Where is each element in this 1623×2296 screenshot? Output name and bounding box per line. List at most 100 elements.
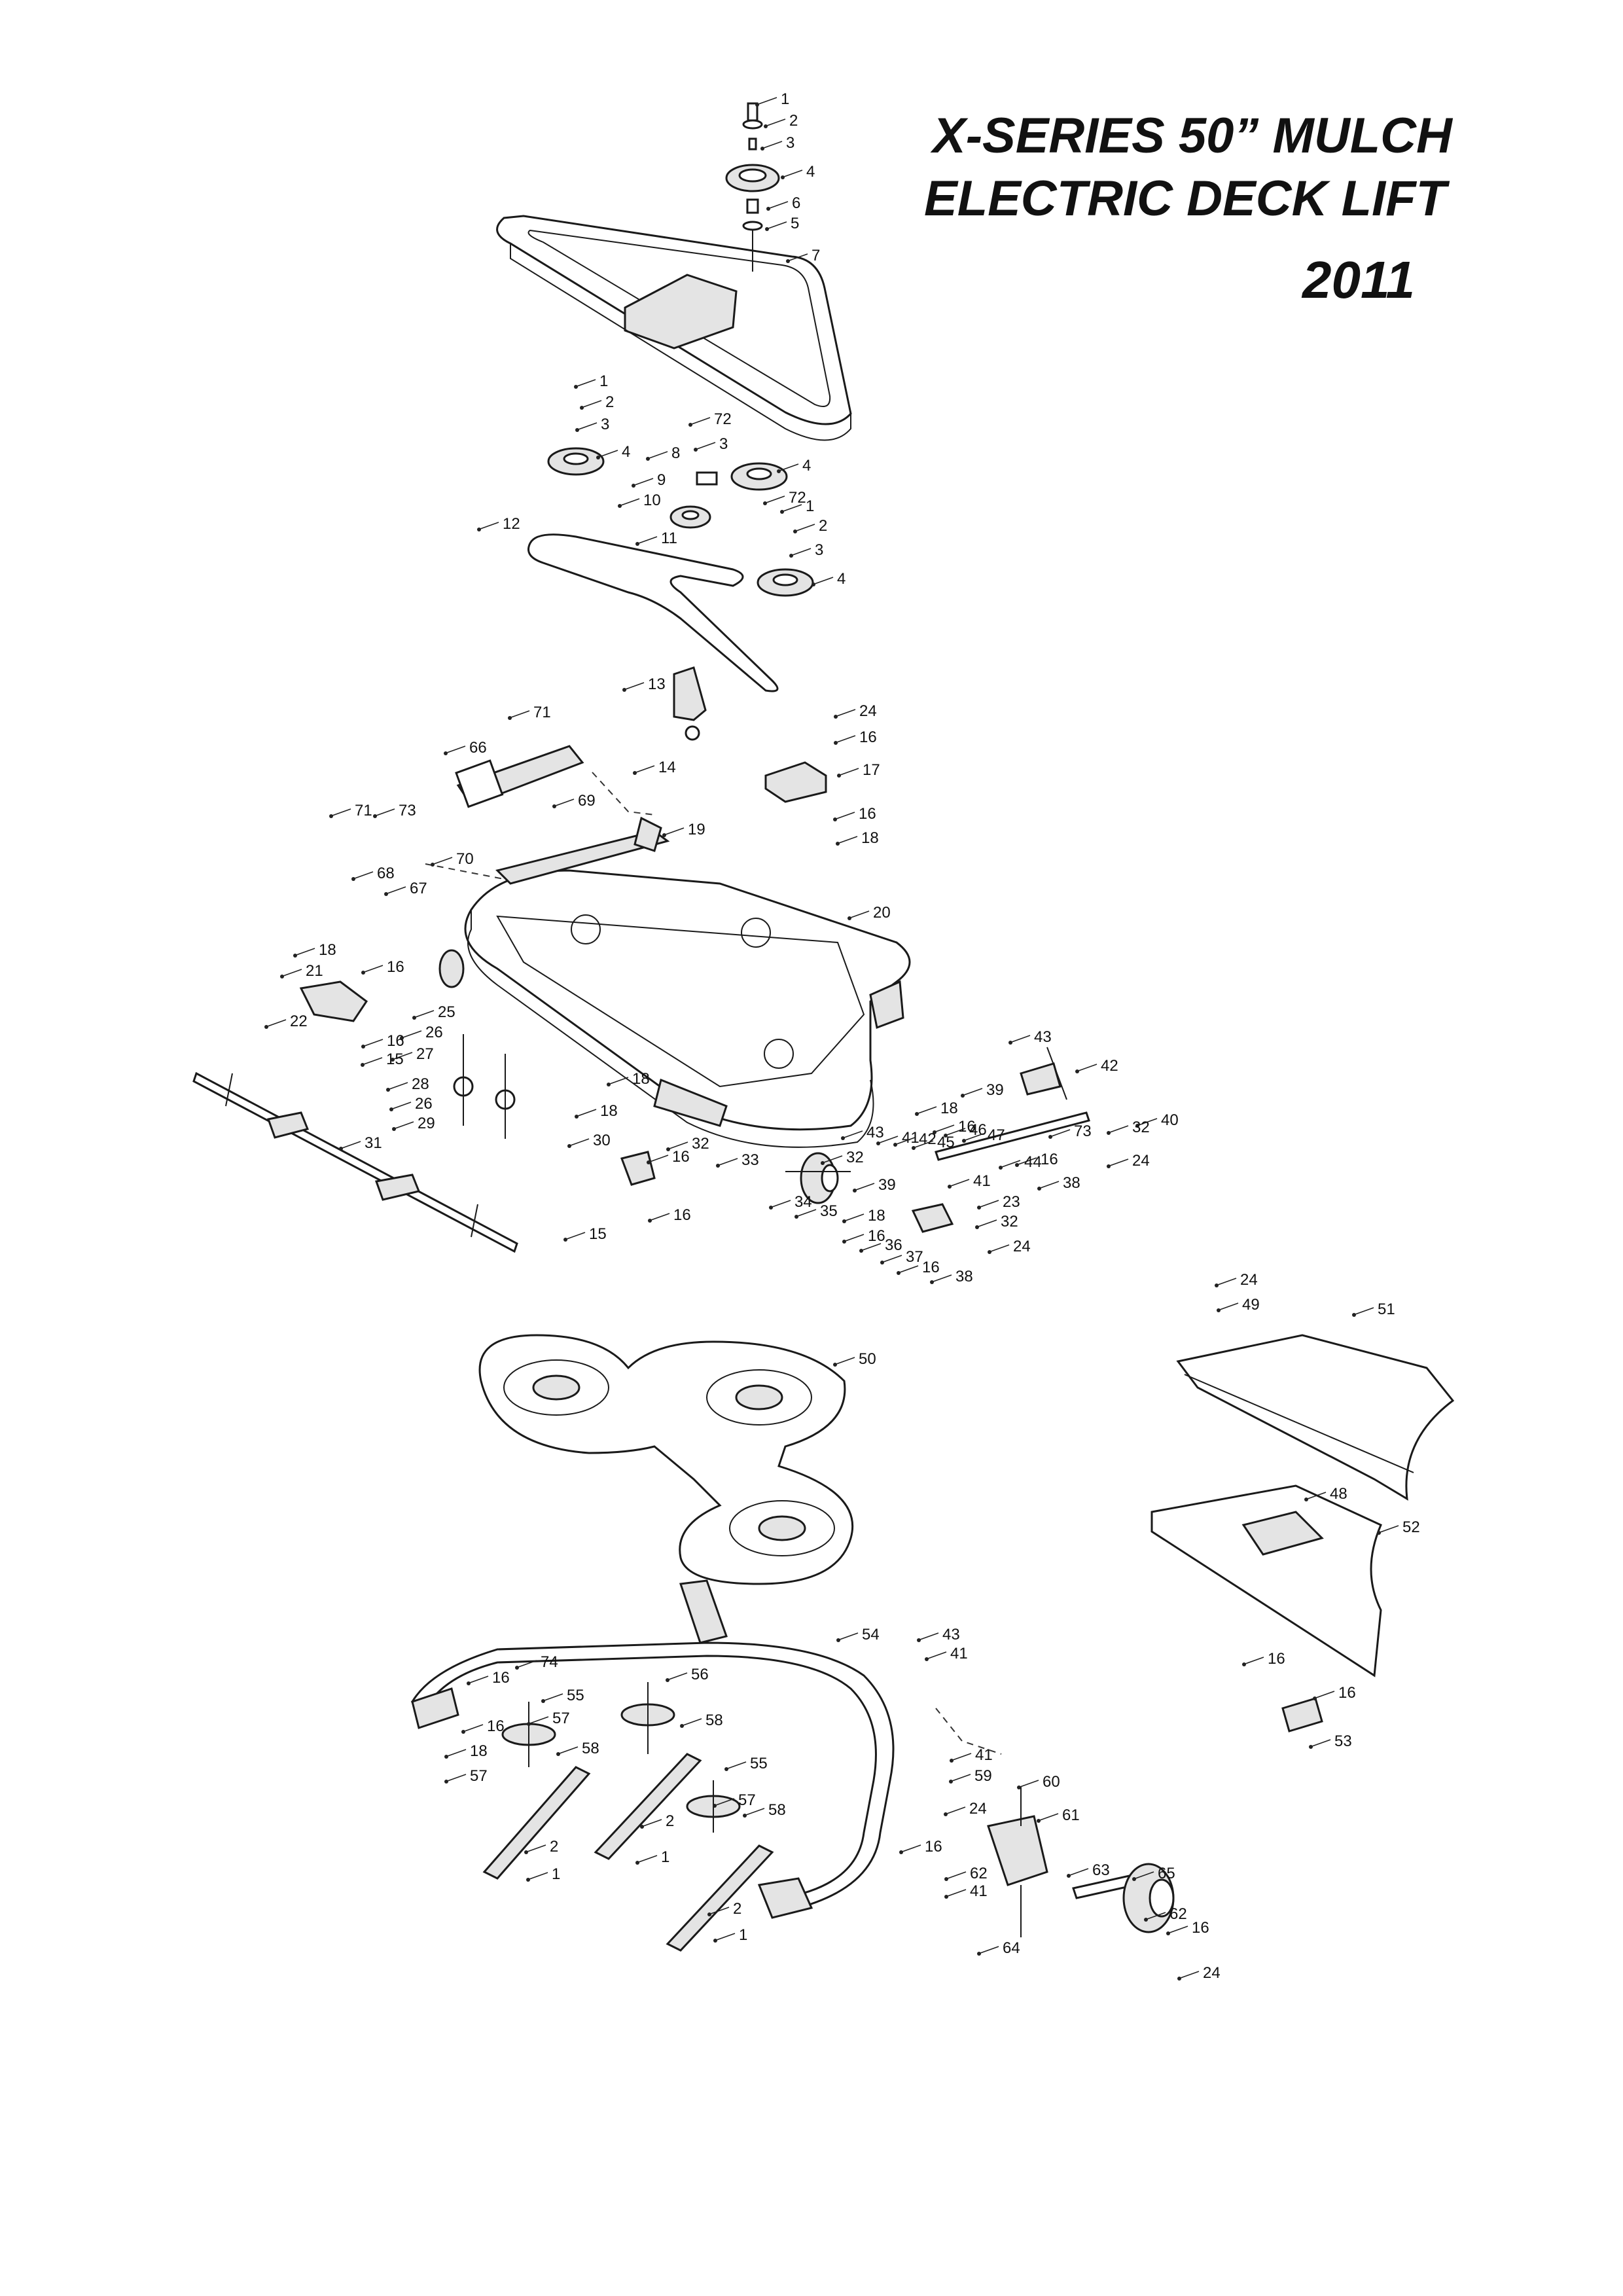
callout-number: 24 bbox=[1240, 1271, 1258, 1289]
callout-leader bbox=[919, 1632, 939, 1640]
callout-63: 63 bbox=[1067, 1861, 1110, 1879]
callout-leader bbox=[980, 1200, 999, 1208]
callout-number: 6 bbox=[792, 194, 800, 212]
callout-57: 57 bbox=[713, 1791, 756, 1809]
drive-belt bbox=[527, 533, 779, 692]
callout-number: 11 bbox=[661, 529, 677, 547]
callout-number: 28 bbox=[412, 1075, 429, 1093]
callout-dot bbox=[567, 1144, 571, 1148]
callout-1: 1 bbox=[635, 1848, 669, 1866]
callout-leader bbox=[649, 451, 668, 459]
callout-dot bbox=[821, 1161, 825, 1165]
callout-18: 18 bbox=[842, 1207, 885, 1225]
callout-number: 24 bbox=[1203, 1964, 1221, 1982]
callout-leader bbox=[836, 812, 855, 819]
callout-54: 54 bbox=[836, 1626, 880, 1643]
callout-leader bbox=[758, 97, 777, 105]
callout-leader bbox=[577, 1109, 597, 1117]
belt-cover bbox=[496, 215, 852, 441]
callout-dot bbox=[853, 1189, 857, 1193]
callout-61: 61 bbox=[1037, 1806, 1080, 1824]
callout-dot bbox=[764, 124, 768, 128]
callout-leader bbox=[446, 745, 466, 753]
callout-dot bbox=[743, 1814, 747, 1818]
callout-number: 26 bbox=[425, 1024, 443, 1041]
callout-71: 71 bbox=[508, 704, 551, 721]
callout-leader bbox=[855, 1183, 875, 1191]
callout-dot bbox=[632, 484, 635, 488]
callout-leader bbox=[1355, 1307, 1374, 1315]
callout-dot bbox=[1075, 1069, 1079, 1073]
callout-leader bbox=[283, 969, 302, 977]
callout-leader bbox=[665, 827, 685, 835]
callout-leader bbox=[296, 948, 315, 956]
callout-leader bbox=[899, 1265, 919, 1273]
callout-dot bbox=[962, 1139, 966, 1143]
callout-dot bbox=[897, 1271, 901, 1275]
idler-arm bbox=[673, 666, 707, 741]
callout-14: 14 bbox=[633, 759, 676, 776]
callout-16: 16 bbox=[897, 1259, 940, 1276]
callout-leader bbox=[638, 1855, 658, 1863]
callout-33: 33 bbox=[716, 1151, 759, 1169]
callout-number: 2 bbox=[733, 1900, 741, 1918]
callout-dot bbox=[361, 1063, 365, 1067]
callout-leader bbox=[1109, 1125, 1129, 1133]
callout-leader bbox=[332, 808, 351, 816]
callout-dot bbox=[1132, 1877, 1136, 1881]
callout-dot bbox=[975, 1225, 979, 1229]
callout-leader bbox=[1020, 1780, 1039, 1787]
callout-41: 41 bbox=[944, 1882, 988, 1900]
callout-number: 30 bbox=[593, 1132, 611, 1149]
callout-leader bbox=[823, 1155, 843, 1163]
callout-leader bbox=[433, 857, 453, 865]
callout-dot bbox=[431, 863, 435, 867]
callout-number: 23 bbox=[1003, 1193, 1020, 1211]
callout-60: 60 bbox=[1017, 1773, 1060, 1791]
callout-dot bbox=[834, 715, 838, 719]
callout-number: 16 bbox=[922, 1259, 940, 1276]
callout-34: 34 bbox=[769, 1193, 812, 1211]
callout-number: 19 bbox=[688, 821, 705, 838]
callout-dot bbox=[607, 1083, 611, 1086]
callout-number: 10 bbox=[643, 492, 661, 509]
callout-number: 8 bbox=[671, 444, 680, 462]
callout-leader bbox=[1169, 1926, 1188, 1933]
callout-15: 15 bbox=[563, 1225, 607, 1243]
callout-dot bbox=[777, 469, 781, 473]
callout-number: 26 bbox=[415, 1095, 433, 1113]
callout-leader bbox=[980, 1946, 999, 1954]
callout-dot bbox=[977, 1952, 981, 1956]
callout-dot bbox=[563, 1238, 567, 1242]
callout-number: 24 bbox=[859, 702, 877, 720]
callout-12: 12 bbox=[477, 515, 520, 533]
callout-dot bbox=[880, 1261, 884, 1265]
callout-number: 45 bbox=[937, 1134, 955, 1151]
callout-dot bbox=[477, 528, 481, 531]
callout-24: 24 bbox=[834, 702, 877, 720]
callout-leader bbox=[1051, 1129, 1071, 1137]
callout-50: 50 bbox=[833, 1350, 876, 1368]
callout-dot bbox=[329, 814, 333, 818]
callout-leader bbox=[464, 1724, 484, 1732]
callout-number: 46 bbox=[969, 1121, 987, 1139]
callout-dot bbox=[339, 1147, 343, 1151]
callout-number: 15 bbox=[386, 1050, 404, 1068]
baffle-plates bbox=[1150, 1334, 1455, 1732]
callout-30: 30 bbox=[567, 1132, 611, 1149]
callout-dot bbox=[1037, 1819, 1041, 1823]
callout-leader bbox=[710, 1907, 730, 1914]
callout-number: 16 bbox=[672, 1148, 690, 1166]
callout-leader bbox=[918, 1106, 937, 1114]
callout-dot bbox=[876, 1141, 880, 1145]
callout-24: 24 bbox=[1177, 1964, 1221, 1982]
callout-18: 18 bbox=[293, 941, 336, 959]
callout-number: 68 bbox=[377, 865, 395, 882]
callout-dot bbox=[640, 1825, 644, 1829]
callout-number: 37 bbox=[906, 1248, 923, 1266]
callout-dot bbox=[694, 448, 698, 452]
callout-number: 41 bbox=[973, 1172, 991, 1190]
callout-number: 4 bbox=[837, 570, 846, 588]
callout-number: 16 bbox=[1192, 1919, 1209, 1937]
